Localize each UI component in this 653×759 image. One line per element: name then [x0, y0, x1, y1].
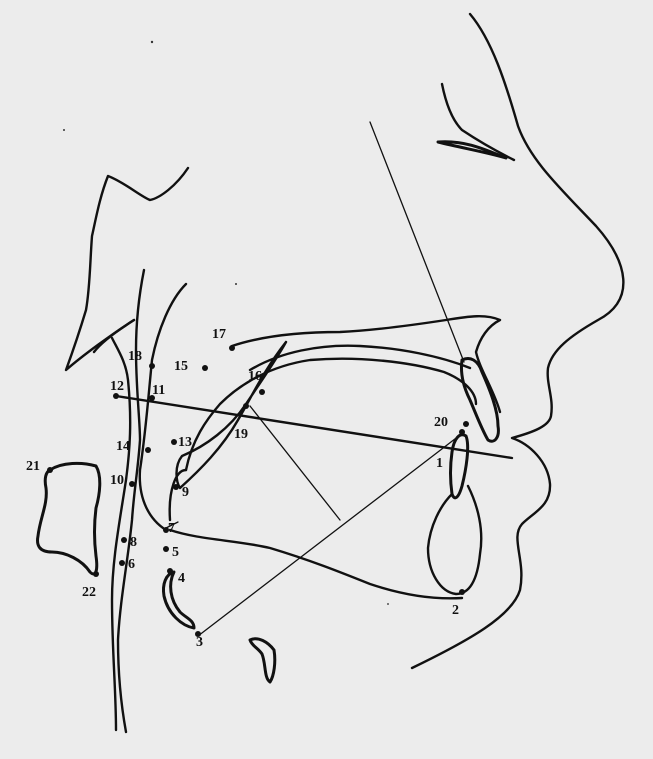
hyoid-to-incisor-line — [198, 432, 464, 636]
upper-incisor — [461, 359, 498, 442]
landmark-label-22: 22 — [82, 585, 96, 600]
landmark-label-4: 4 — [178, 571, 185, 586]
landmark-label-5: 5 — [172, 545, 179, 560]
landmark-dot-10 — [129, 481, 135, 487]
landmark-label-1: 1 — [436, 456, 443, 471]
landmark-label-6: 6 — [128, 557, 135, 572]
small-bone-fragment — [250, 639, 275, 682]
landmark-label-19: 19 — [234, 427, 248, 442]
landmark-dot-13 — [171, 439, 177, 445]
landmark-dot-21 — [47, 467, 53, 473]
landmark-dot-6 — [119, 560, 125, 566]
paper-speck — [235, 283, 237, 285]
odontoid-line — [94, 320, 134, 352]
landmark-dot-4 — [167, 568, 173, 574]
paper-speck — [63, 129, 65, 131]
landmark-label-17: 17 — [212, 327, 226, 342]
landmark-dot-16 — [259, 389, 265, 395]
landmark-dot-9 — [173, 484, 179, 490]
landmark-dot-15 — [202, 365, 208, 371]
landmark-label-9: 9 — [182, 485, 189, 500]
landmark-label-21: 21 — [26, 459, 40, 474]
landmark-dot-1 — [459, 429, 465, 435]
paper-speck — [387, 603, 389, 605]
landmark-label-10: 10 — [110, 473, 124, 488]
landmark-dot-22 — [93, 571, 99, 577]
landmark-dot-8 — [121, 537, 127, 543]
landmark-dot-18 — [149, 363, 155, 369]
landmark-label-2: 2 — [452, 603, 459, 618]
landmark-label-11: 11 — [152, 383, 165, 398]
cranial-base — [66, 168, 188, 370]
horizontal-reference-line — [116, 396, 512, 458]
landmark-dot-5 — [163, 546, 169, 552]
landmark-dot-14 — [145, 447, 151, 453]
landmark-label-3: 3 — [196, 635, 203, 650]
landmark-dot-17 — [229, 345, 235, 351]
soft-tissue-profile — [412, 14, 623, 668]
landmark-dot-2 — [459, 589, 465, 595]
tongue-floor — [170, 530, 462, 598]
paper-speck — [151, 41, 153, 43]
landmark-dot-20 — [463, 421, 469, 427]
landmark-label-18: 18 — [128, 349, 142, 364]
landmark-label-13: 13 — [178, 435, 192, 450]
cervical-vertebra — [38, 463, 100, 574]
landmark-label-8: 8 — [130, 535, 137, 550]
mandibular-symphysis — [428, 486, 481, 594]
landmark-label-14: 14 — [116, 439, 130, 454]
landmark-label-20: 20 — [434, 415, 448, 430]
reference-line-upper — [370, 122, 464, 362]
landmark-label-15: 15 — [174, 359, 188, 374]
landmark-dot-19 — [243, 403, 249, 409]
landmark-label-16: 16 — [248, 369, 262, 384]
landmark-label-12: 12 — [110, 379, 124, 394]
landmark-label-7: 7 — [168, 521, 175, 536]
lower-incisor — [451, 435, 468, 498]
